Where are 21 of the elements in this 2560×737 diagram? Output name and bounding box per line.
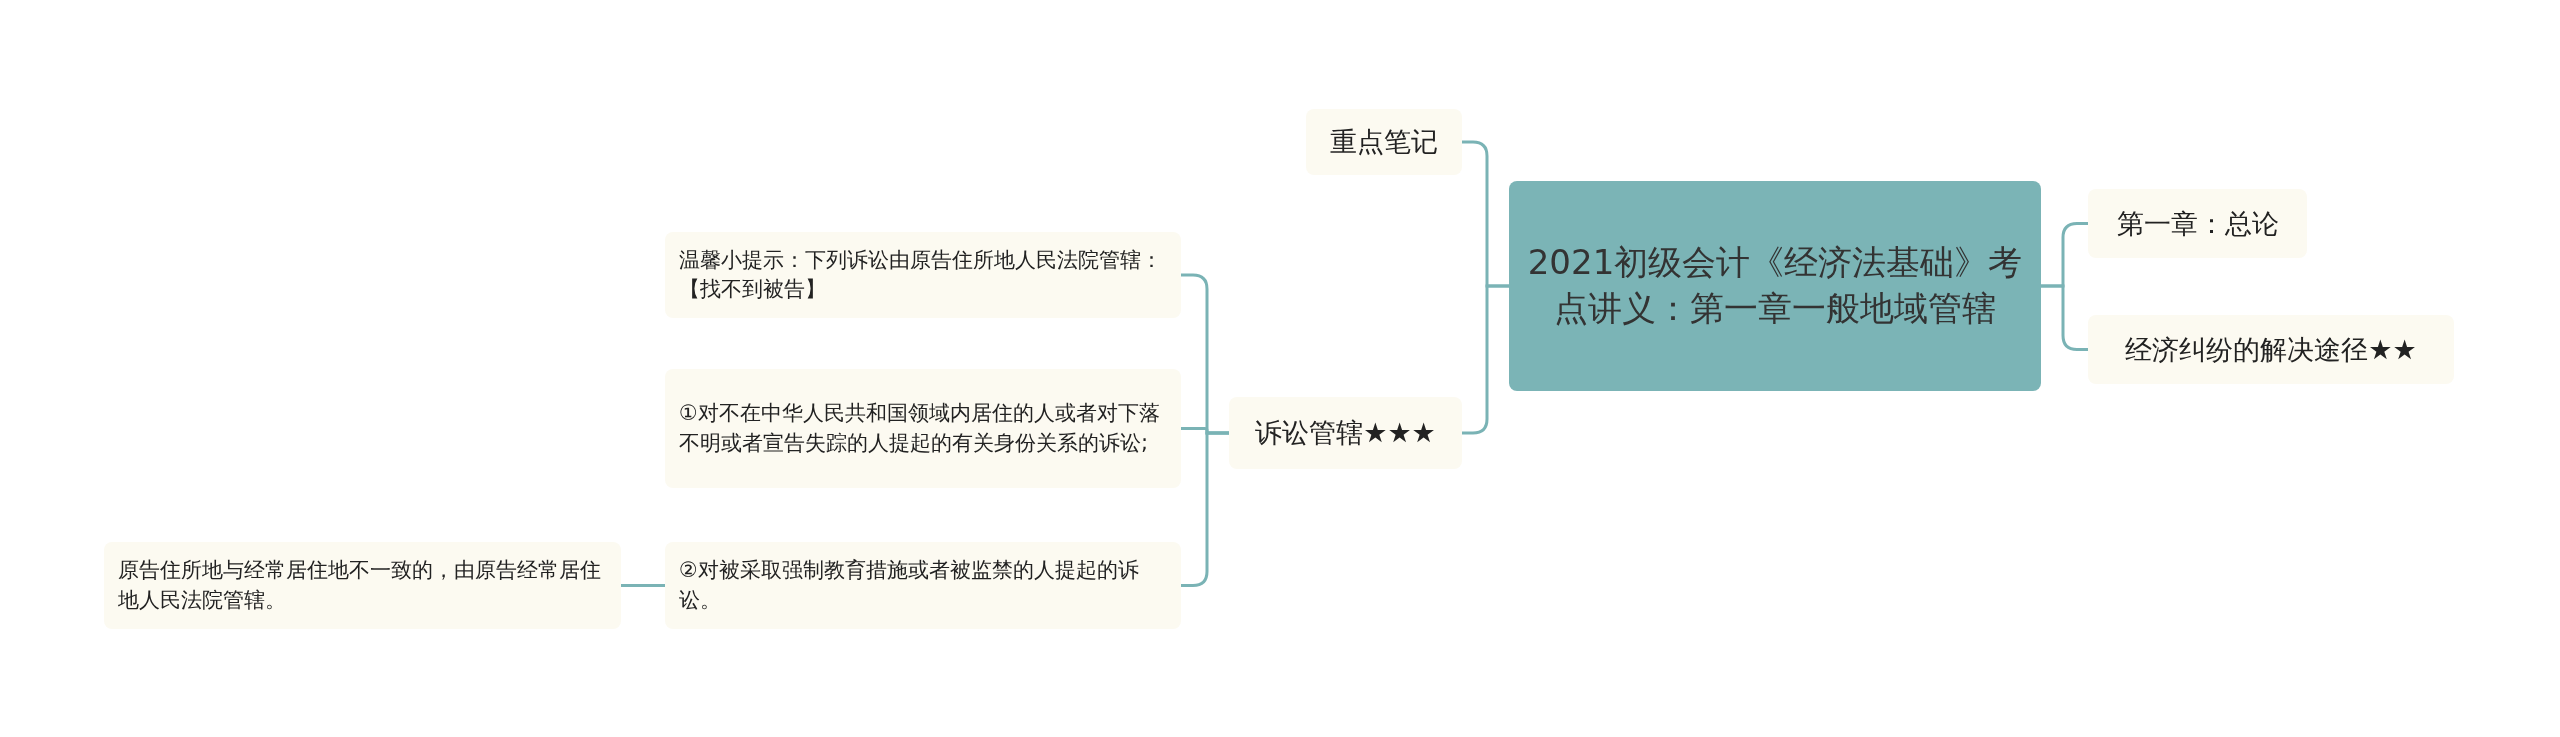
topic-box [665,232,1181,318]
topic-text: 经济纠纷的解决途径★★ [2125,332,2417,367]
topic-box [1229,397,1462,469]
topic-box [1306,109,1462,175]
topic-text: 温馨小提示：下列诉讼由原告住所地人民法院管辖：【找不到被告】 [679,246,1163,303]
topic-text: 2021初级会计《经济法基础》考点讲义：第一章一般地域管辖 [1527,241,2023,330]
topic-box [2088,189,2307,258]
connector-line [2041,284,2088,351]
topic-box [665,369,1181,488]
connector-line [1462,284,1509,435]
topic-text: 原告住所地与经常居住地不一致的，由原告经常居住地人民法院管辖。 [118,557,602,614]
topic-text: ①对不在中华人民共和国领域内居住的人或者对下落不明或者宣告失踪的人提起的有关身份关系的诉讼; [679,400,1161,457]
topic-box [2088,315,2454,384]
topic-box [665,542,1181,629]
connector-line [621,584,665,587]
topic-box [104,542,621,629]
topic-text: 重点笔记 [1330,125,1438,159]
central-topic-box [1509,181,2041,391]
topic-text: 第一章：总论 [2116,206,2279,241]
topic-text: 诉讼管辖★★★ [1255,416,1436,450]
topic-text: ②对被采取强制教育措施或者被监禁的人提起的诉讼。 [679,557,1140,614]
